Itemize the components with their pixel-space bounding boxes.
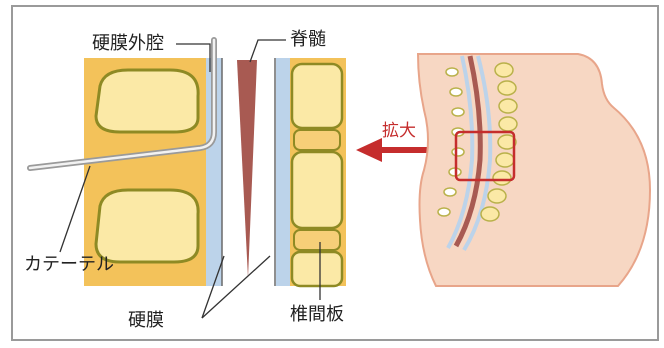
label-catheter: カテーテル — [24, 254, 114, 275]
upper-vertebra — [96, 70, 198, 132]
label-magnify: 拡大 — [382, 121, 416, 141]
label-intervertebral-disc: 椎間板 — [290, 304, 344, 325]
vertebral-body-3 — [292, 252, 342, 286]
lower-vertebra — [96, 190, 198, 262]
vertebral-body-1 — [292, 64, 342, 128]
epidural-space-band-right — [276, 58, 290, 286]
vertebral-body-2 — [292, 152, 342, 228]
label-spinal-cord: 脊髄 — [290, 29, 326, 50]
intervertebral-disc-2 — [294, 230, 340, 250]
label-epidural-space: 硬膜外腔 — [92, 33, 164, 54]
intervertebral-disc-1 — [294, 130, 340, 150]
label-dura-mater: 硬膜 — [128, 310, 164, 331]
